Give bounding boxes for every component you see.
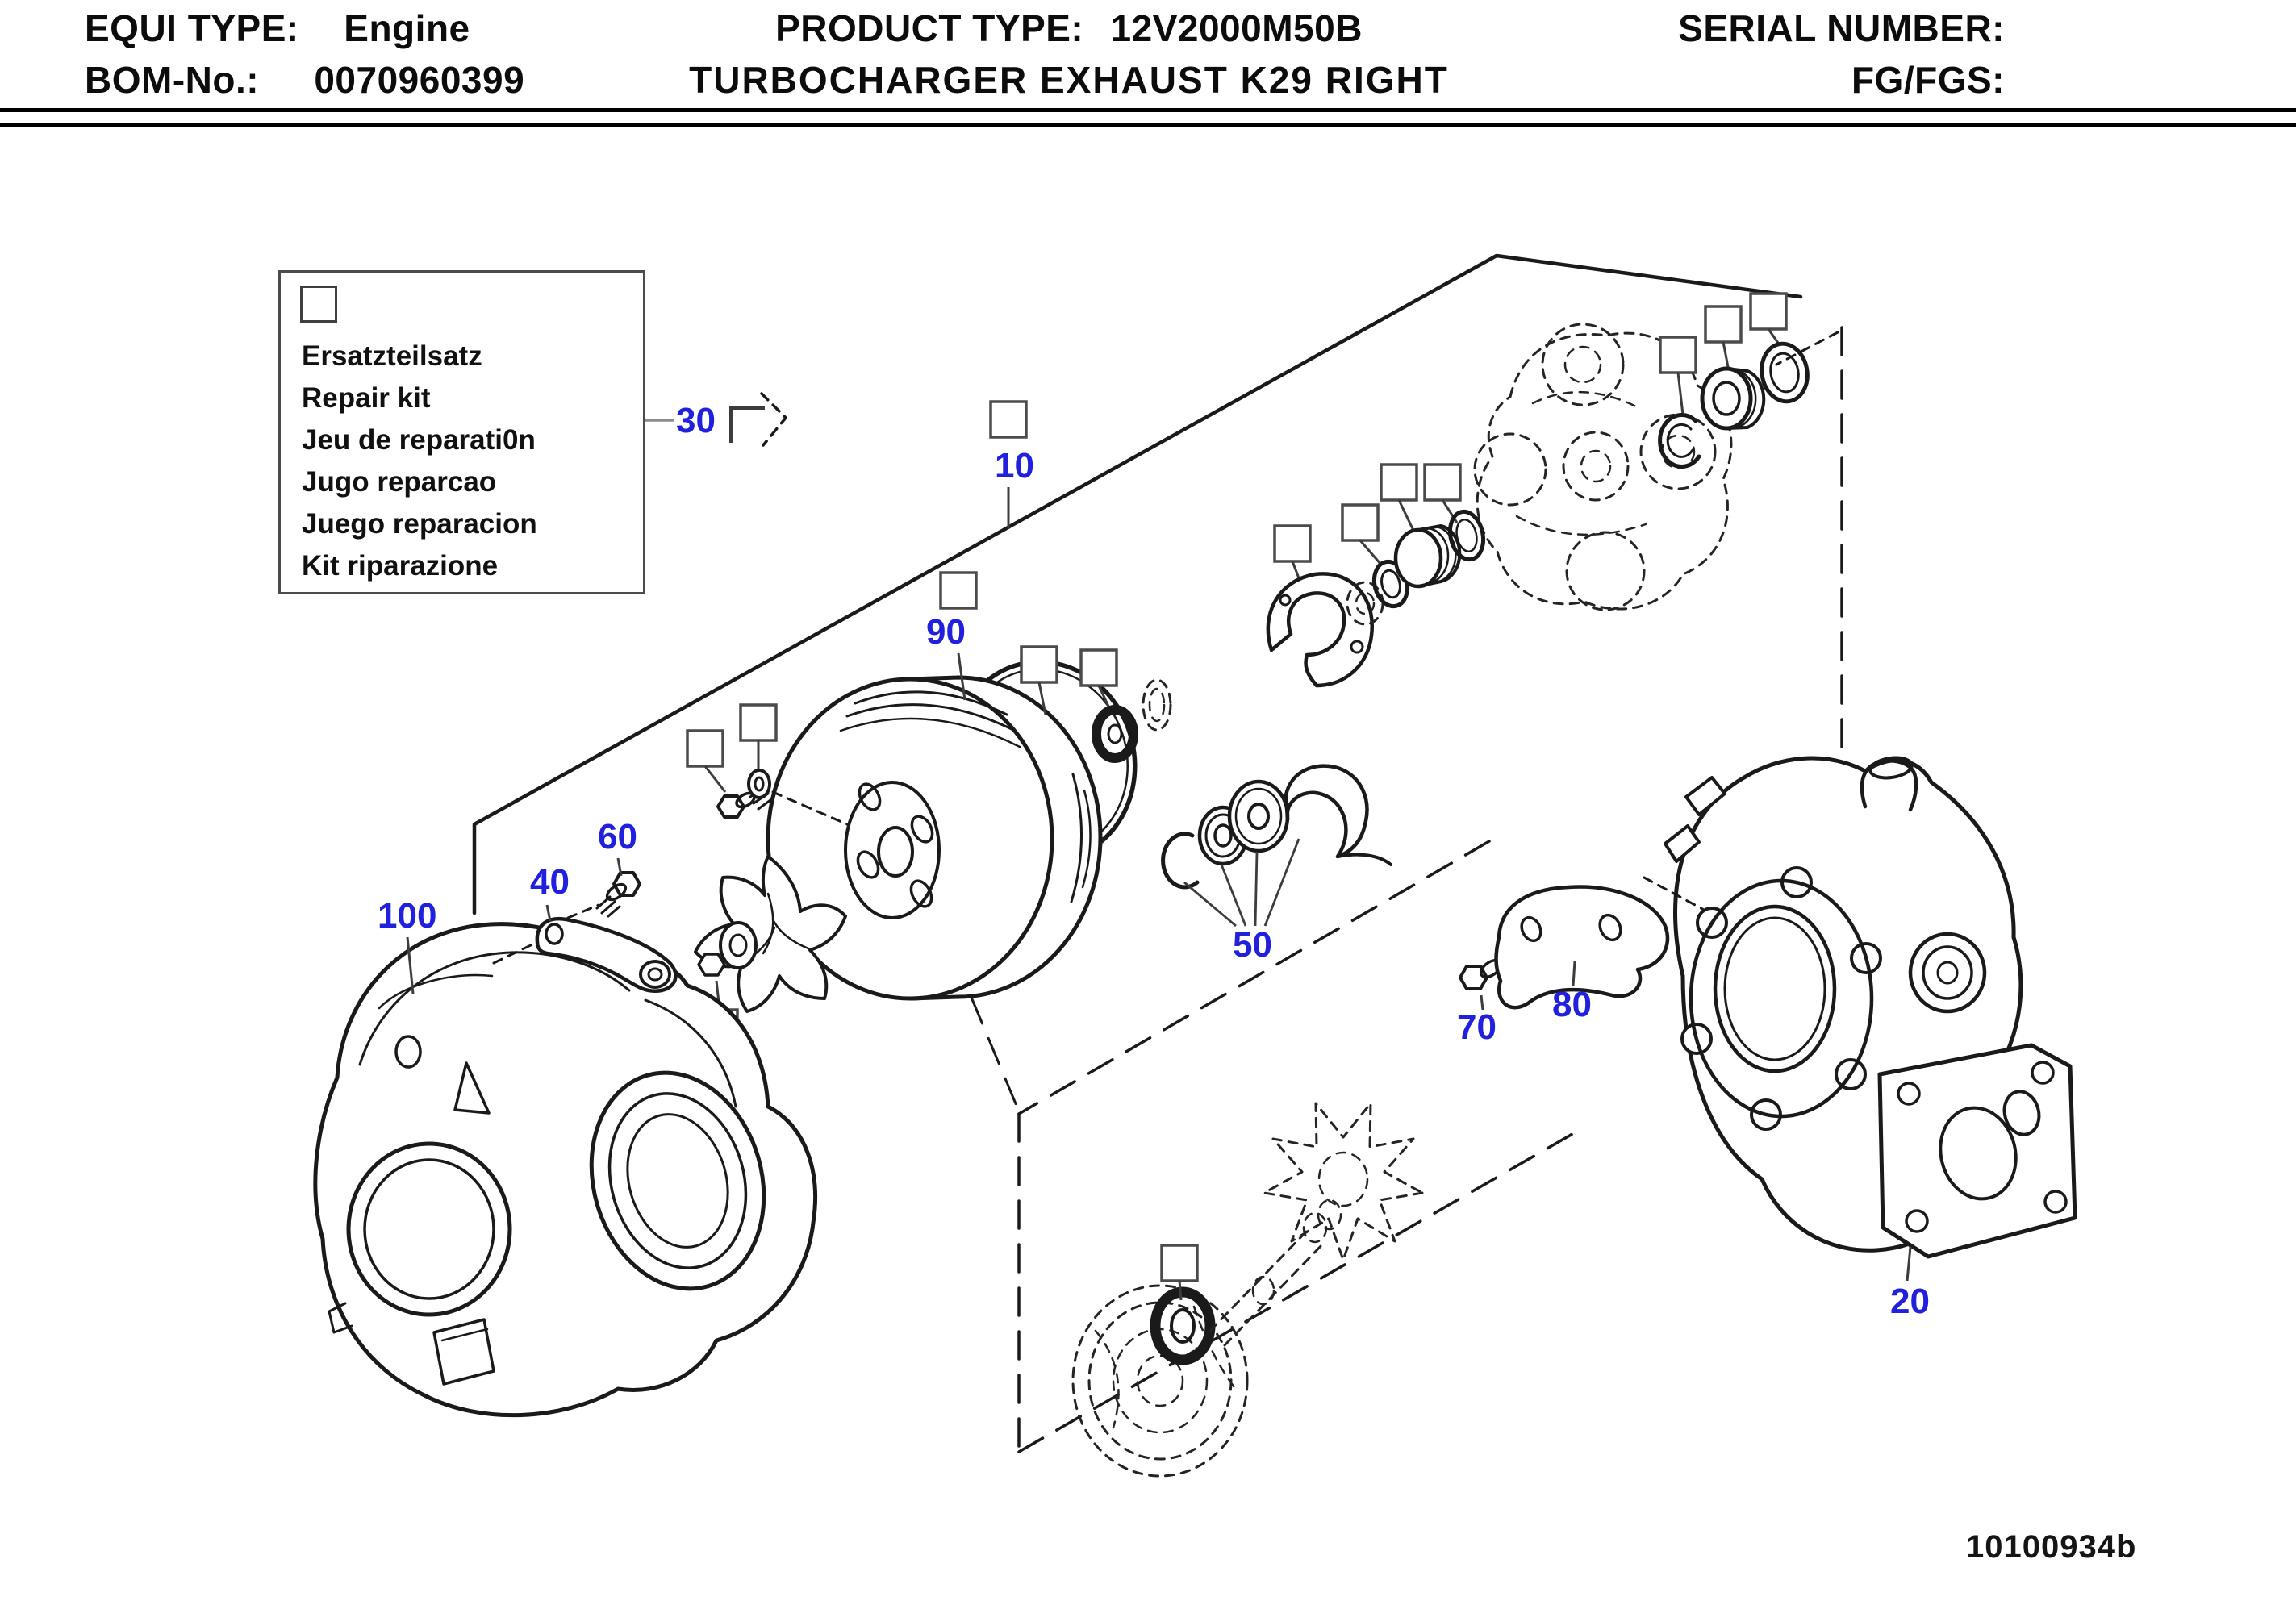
wastegate-boss <box>1908 932 1987 1014</box>
legend-line-es: Juego reparacion <box>302 508 537 540</box>
callout-box <box>1341 503 1380 542</box>
circlip-hidden <box>1142 678 1172 732</box>
callout-box <box>1380 463 1418 502</box>
assembly-callout-10 <box>989 400 1028 529</box>
seal-ring <box>1092 705 1138 763</box>
equi-type-value: Engine <box>344 7 470 49</box>
callout-box <box>989 400 1028 439</box>
repair-kit-legend: Ersatzteilsatz Repair kit Jeu de reparat… <box>278 270 645 594</box>
callout-box <box>739 703 778 742</box>
turbine-housing <box>1643 756 2077 1282</box>
bom-row: BOM-No.: 0070960399 <box>85 58 524 102</box>
outlet-flange-20 <box>1877 1043 2077 1259</box>
legend-line-de: Ersatzteilsatz <box>302 340 482 372</box>
callout-label-70: 70 <box>1457 1007 1497 1047</box>
equi-type-label: EQUI TYPE: <box>85 7 299 49</box>
kit-legend-lines: Ersatzteilsatz Repair kit Jeu de reparat… <box>302 336 537 587</box>
callout-box <box>1020 645 1058 684</box>
callout-box <box>1160 1244 1199 1282</box>
bom-value: 0070960399 <box>314 59 525 101</box>
legend-line-pt: Jugo reparcao <box>302 466 497 498</box>
bolt-washer-group <box>686 703 849 826</box>
shaft-seal-parts-top <box>1658 292 1810 469</box>
callout-label-10: 10 <box>995 446 1034 486</box>
bearing-stack-50 <box>1161 764 1392 928</box>
callout-box <box>1704 305 1743 344</box>
drawing-number: 10100934b <box>1966 1529 2137 1565</box>
piston-ring-carrier <box>1700 366 1766 431</box>
callout-label-30: 30 <box>676 401 716 440</box>
assembly-boundary-lines <box>472 253 1843 1453</box>
legend-line-fr: Jeu de reparati0n <box>302 424 536 456</box>
callout-label-20: 20 <box>1890 1282 1930 1321</box>
callout-box <box>1273 524 1312 563</box>
bom-label: BOM-No.: <box>85 59 260 101</box>
legend-line-it: Kit riparazione <box>302 550 499 582</box>
callout-box <box>1423 463 1462 502</box>
thrust-washer <box>1227 779 1290 853</box>
callout-label-50: 50 <box>1233 925 1272 965</box>
callout-box <box>939 571 978 610</box>
legend-line-en: Repair kit <box>302 382 431 414</box>
fg-fgs-label: FG/FGS: <box>1851 59 2005 101</box>
product-type-label: PRODUCT TYPE: <box>775 7 1084 49</box>
snap-ring <box>1161 832 1200 890</box>
heat-shield <box>1266 572 1375 688</box>
callout-label-100: 100 <box>378 896 437 936</box>
equi-type-row: EQUI TYPE: Engine <box>85 6 470 50</box>
rotor-seal-ring <box>1150 1286 1216 1365</box>
shaft-nut <box>697 953 726 977</box>
bearing-housing-hidden <box>1473 323 1733 611</box>
kit-marker-square <box>300 286 337 323</box>
turbine-wheel-hidden <box>1263 1102 1424 1261</box>
product-type-row: PRODUCT TYPE: 12V2000M50B <box>666 6 1472 50</box>
callout-box <box>686 729 724 768</box>
washer <box>747 769 771 799</box>
serial-number-label: SERIAL NUMBER: <box>1678 7 2005 49</box>
product-type-value: 12V2000M50B <box>1110 7 1363 49</box>
heat-shield-and-bushings <box>1266 463 1486 688</box>
callout-label-80: 80 <box>1552 985 1592 1024</box>
callout-label-60: 60 <box>598 817 637 857</box>
hex-bolt-60 <box>595 857 641 918</box>
cartridge-disc <box>766 675 1103 1001</box>
v-seal-ring <box>1760 341 1810 404</box>
shaft-seal-small <box>939 571 1172 763</box>
mounting-flange <box>1680 866 1882 1131</box>
header-divider <box>0 108 2296 127</box>
support-bracket-80 <box>1494 885 1670 1010</box>
repair-kit-arrow <box>644 392 787 447</box>
callout-box <box>1659 336 1697 374</box>
page-title: TURBOCHARGER EXHAUST K29 RIGHT <box>689 59 1449 101</box>
callout-box <box>1079 648 1118 687</box>
clamp-bracket-40 <box>492 903 678 994</box>
lock-ring <box>1658 412 1701 469</box>
callout-label-40: 40 <box>530 862 570 902</box>
callout-box <box>1749 292 1788 331</box>
rotor-assembly-hidden <box>1071 1102 1424 1478</box>
callout-label-90: 90 <box>926 612 966 652</box>
compressor-housing <box>313 922 817 1418</box>
